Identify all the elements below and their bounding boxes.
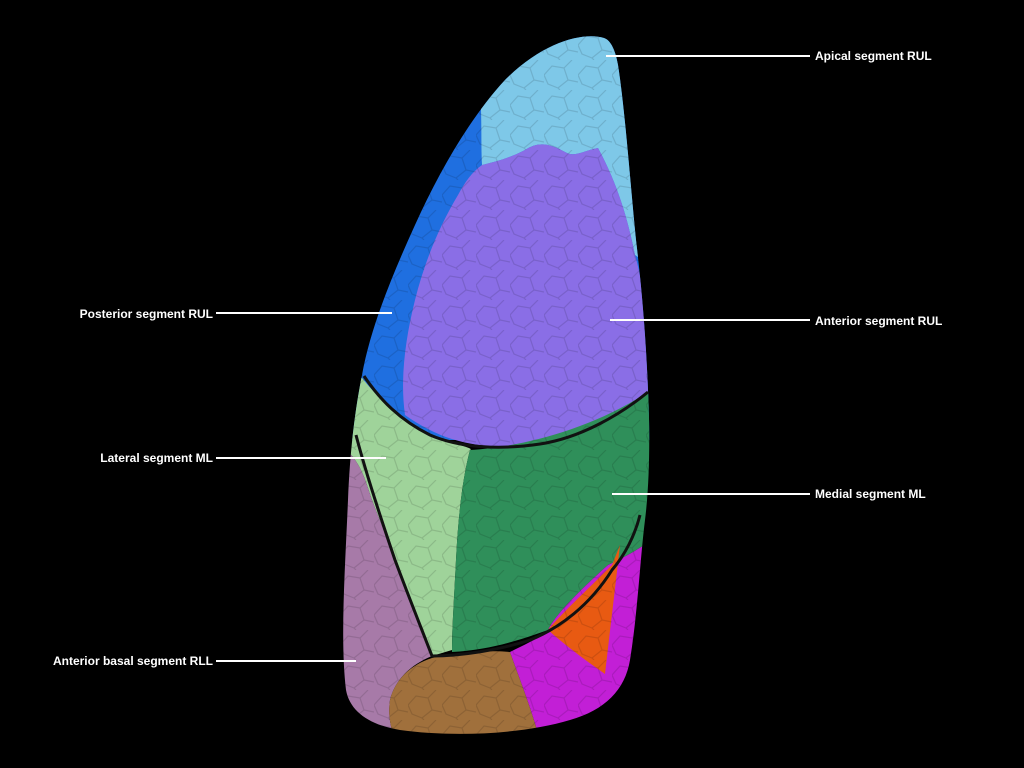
horizontal-fissure-line: [362, 375, 649, 449]
label-anterior-segment-rul: Anterior segment RUL: [815, 314, 942, 328]
lung-surface-texture: [343, 36, 650, 734]
label-apical-segment-rul: Apical segment RUL: [815, 49, 932, 63]
lung-segments: [343, 36, 650, 734]
label-lateral-segment-ml: Lateral segment ML: [100, 451, 213, 465]
oblique-fissure-line: [354, 434, 642, 658]
label-anterior-basal-segment-rll: Anterior basal segment RLL: [53, 654, 213, 668]
label-medial-segment-ml: Medial segment ML: [815, 487, 926, 501]
label-posterior-segment-rul: Posterior segment RUL: [80, 307, 213, 321]
